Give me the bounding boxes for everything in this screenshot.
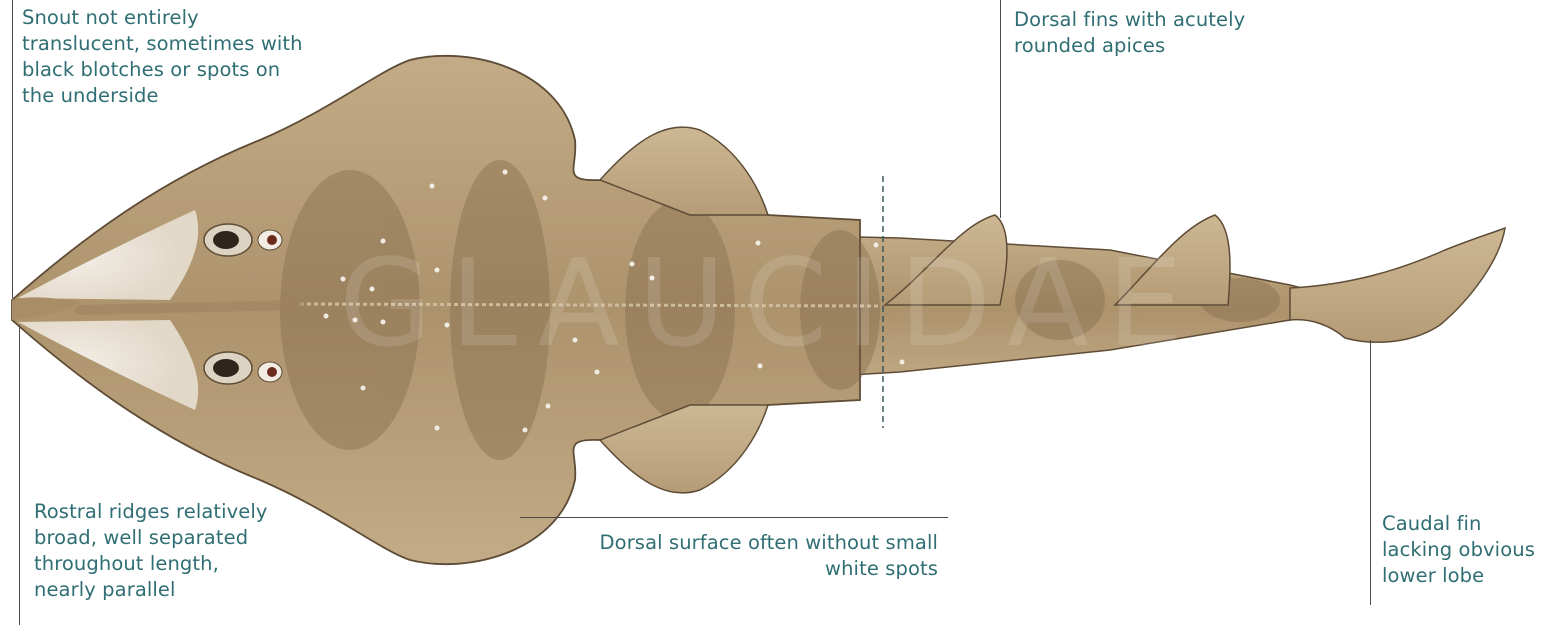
annotation-line: Snout not entirely [22,5,303,31]
annotation-line: Dorsal surface often without small [600,530,938,556]
leader-dorsal-surface [520,517,948,518]
leader-rostral [19,325,20,625]
annotation-rostral: Rostral ridges relatively broad, well se… [34,499,268,603]
annotation-line: nearly parallel [34,577,268,603]
annotation-line: throughout length, [34,551,268,577]
annotation-line: translucent, sometimes with [22,31,303,57]
leader-caudal [1370,340,1371,605]
annotation-caudal: Caudal fin lacking obvious lower lobe [1382,511,1535,589]
annotation-line: Rostral ridges relatively [34,499,268,525]
annotation-line: lower lobe [1382,563,1535,589]
annotation-line: Dorsal fins with acutely [1014,7,1245,33]
annotation-line: broad, well separated [34,525,268,551]
leader-snout [12,0,13,298]
annotation-line: black blotches or spots on [22,57,303,83]
annotation-line: the underside [22,83,303,109]
annotation-dorsal-fins: Dorsal fins with acutely rounded apices [1014,7,1245,59]
watermark: GLAUCIDAE [339,235,1201,374]
caudal-fin [1290,228,1505,342]
leader-dorsal-fins [1000,0,1001,218]
annotation-line: Caudal fin [1382,511,1535,537]
annotation-dorsal-surface: Dorsal surface often without small white… [600,530,938,582]
annotation-line: lacking obvious [1382,537,1535,563]
annotation-line: rounded apices [1014,33,1245,59]
annotation-line: white spots [600,556,938,582]
annotation-snout: Snout not entirely translucent, sometime… [22,5,303,109]
